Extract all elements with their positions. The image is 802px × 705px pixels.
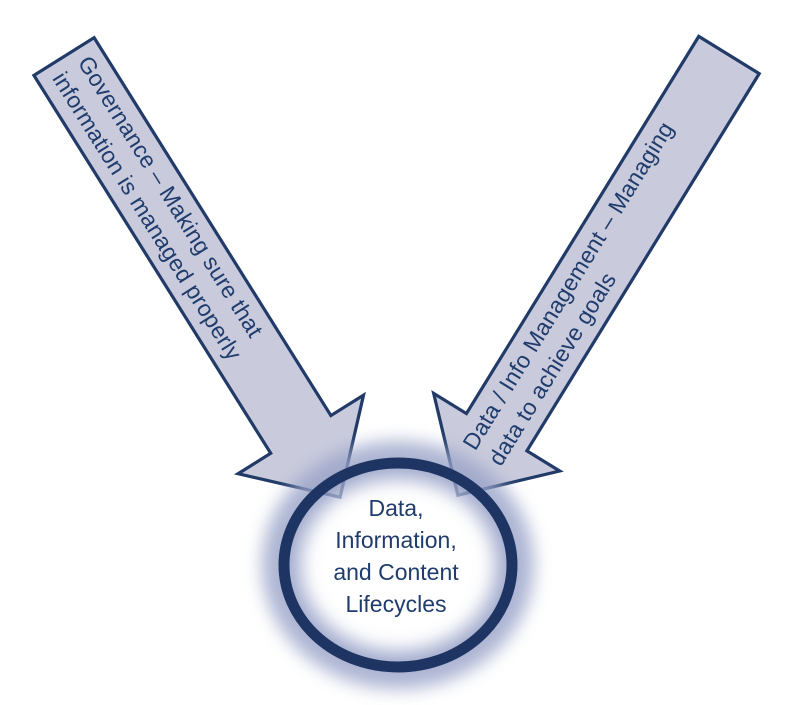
lifecycle-circle-label-line2: Information,	[335, 527, 456, 553]
lifecycle-circle-label-line4: Lifecycles	[346, 591, 447, 617]
lifecycle-circle-label-line1: Data,	[369, 495, 424, 521]
circle-interior-wash	[291, 470, 505, 660]
management-arrow-shape	[431, 34, 762, 498]
lifecycle-circle-label: Data, Information, and Content Lifecycle…	[333, 495, 459, 617]
management-arrow	[431, 34, 762, 498]
lifecycle-circle-label-line3: and Content	[333, 559, 459, 585]
lifecycle-circle-ring	[278, 457, 518, 673]
governance-arrow-shape	[31, 35, 366, 500]
